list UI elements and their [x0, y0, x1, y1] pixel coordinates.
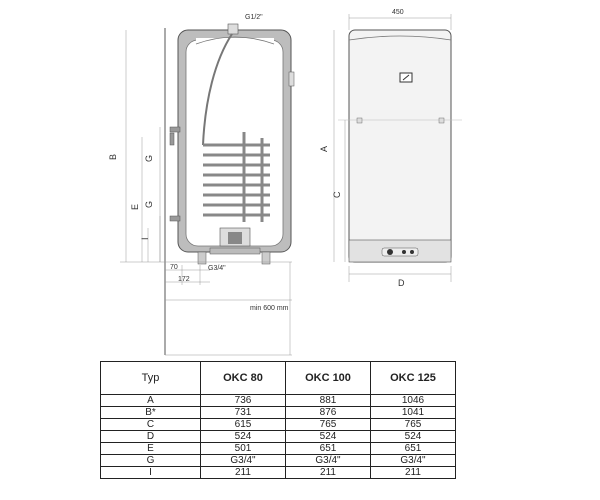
- table-cell: 651: [285, 442, 371, 455]
- row-label: A: [100, 394, 201, 407]
- table-row: D 524 524 524: [100, 430, 456, 443]
- label-g34: G3/4": [208, 265, 226, 272]
- table-header-row: Typ OKC 80 OKC 100 OKC 125: [100, 361, 456, 395]
- table-cell: 211: [370, 466, 456, 479]
- table-row: G G3/4" G3/4" G3/4": [100, 454, 456, 467]
- header-okc-125: OKC 125: [370, 361, 456, 395]
- label-70: 70: [170, 264, 178, 271]
- table-cell: 211: [200, 466, 286, 479]
- row-label: C: [100, 418, 201, 431]
- table-cell: 524: [370, 430, 456, 443]
- table-cell: G3/4": [285, 454, 371, 467]
- row-label: B*: [100, 406, 201, 419]
- label-D: D: [398, 278, 405, 288]
- tank-section: [177, 23, 292, 253]
- table-cell: 881: [285, 394, 371, 407]
- header-okc-80: OKC 80: [200, 361, 286, 395]
- table-cell: 765: [285, 418, 371, 431]
- row-label: E: [100, 442, 201, 455]
- label-I: I: [140, 237, 150, 240]
- table-cell: 524: [285, 430, 371, 443]
- table-cell: 211: [285, 466, 371, 479]
- label-450: 450: [392, 9, 404, 16]
- table-cell: 1046: [370, 394, 456, 407]
- label-172: 172: [178, 276, 190, 283]
- label-B: B: [108, 154, 118, 160]
- table-row: C 615 765 765: [100, 418, 456, 431]
- heating-coil: [203, 132, 270, 222]
- row-label: D: [100, 430, 201, 443]
- row-label: I: [100, 466, 201, 479]
- table-cell: 731: [200, 406, 286, 419]
- front-dimension-lines: [333, 14, 452, 282]
- row-label: G: [100, 454, 201, 467]
- label-g12: G1/2": [245, 14, 263, 21]
- table-row: A 736 881 1046: [100, 394, 456, 407]
- control-knob-icon: [387, 249, 393, 255]
- dimensions-table: Typ OKC 80 OKC 100 OKC 125 A 736 881 104…: [100, 361, 456, 479]
- label-A: A: [319, 146, 329, 152]
- front-view: [338, 29, 462, 263]
- label-C: C: [332, 191, 342, 198]
- table-row: B* 731 876 1041: [100, 406, 456, 419]
- header-typ: Typ: [100, 361, 201, 395]
- header-okc-100: OKC 100: [285, 361, 371, 395]
- table-cell: G3/4": [200, 454, 286, 467]
- label-min-distance: min 600 mm: [250, 305, 289, 312]
- label-G-lower: G: [144, 201, 154, 208]
- technical-drawing: B G E G I G1/2" G3/4" 70 172 min 600 mm …: [108, 9, 462, 356]
- table-cell: 615: [200, 418, 286, 431]
- bottom-flange: [197, 227, 271, 265]
- table-cell: 765: [370, 418, 456, 431]
- table-cell: 651: [370, 442, 456, 455]
- table-cell: 1041: [370, 406, 456, 419]
- dimension-lines: [120, 30, 292, 355]
- side-connections: [169, 126, 181, 222]
- label-G-upper: G: [144, 155, 154, 162]
- right-bracket: [288, 71, 295, 87]
- label-E: E: [130, 204, 140, 210]
- table-cell: 736: [200, 394, 286, 407]
- table-row: E 501 651 651: [100, 442, 456, 455]
- table-cell: 501: [200, 442, 286, 455]
- table-cell: G3/4": [370, 454, 456, 467]
- table-cell: 876: [285, 406, 371, 419]
- table-row: I 211 211 211: [100, 466, 456, 479]
- table-cell: 524: [200, 430, 286, 443]
